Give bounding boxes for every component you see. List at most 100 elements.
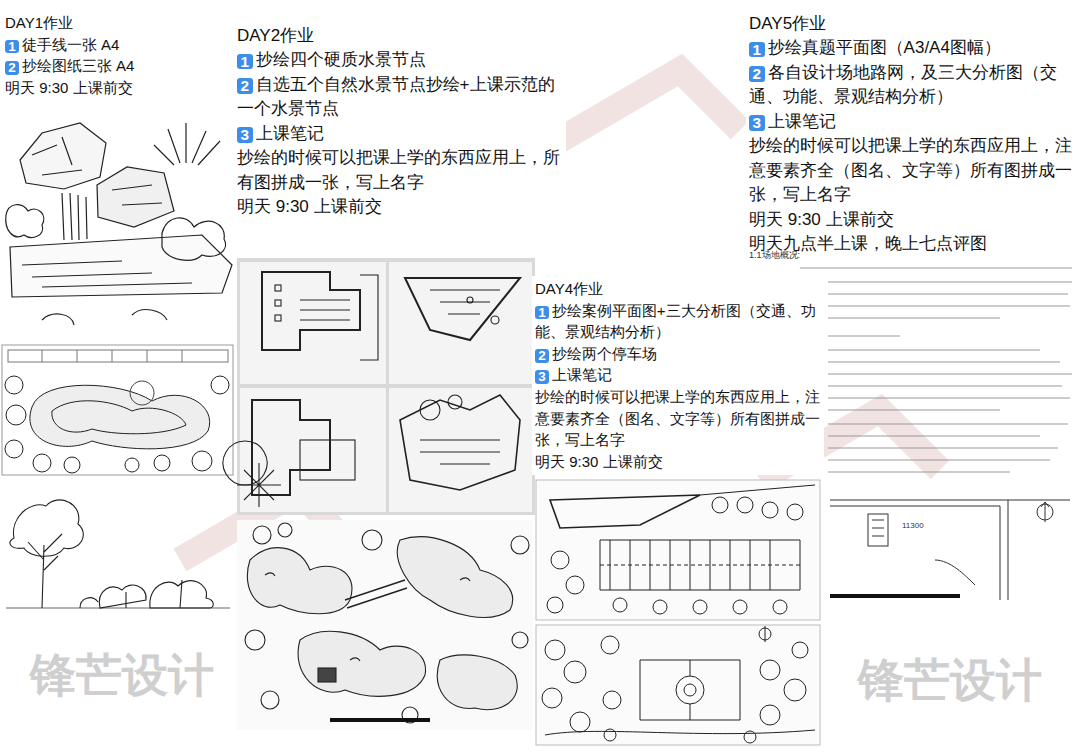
watermark-logo-stroke <box>560 70 740 140</box>
rock-garden-sketch <box>6 123 232 325</box>
site-plan-outline-stroke <box>1041 502 1049 522</box>
parking-plan-sketch-stroke <box>545 640 565 660</box>
site-brief-image-stroke <box>828 386 1070 424</box>
text-row: 2自选五个自然水景节点抄绘+上课示范的一个水景节点 <box>237 73 563 122</box>
case-plan-sketch-stroke <box>547 597 563 613</box>
text-row: 明天 9:30 上课前交 <box>535 451 821 473</box>
task-text: 上课笔记 <box>256 124 324 143</box>
task-text: 抄绘的时候可以把课上学的东西应用上，注意要素齐全（图名、文字等）所有图拼成一张，… <box>749 136 1072 204</box>
hard-water-feature-plans-stroke <box>275 300 281 306</box>
parking-plan-sketch-stroke <box>684 684 696 696</box>
parking-plan-sketch <box>536 625 820 745</box>
text-row: 1抄绘案例平面图+三大分析图（交通、功能、景观结构分析） <box>535 300 821 343</box>
hard-water-feature-plans-stroke <box>275 315 281 321</box>
rock-garden-sketch-stroke <box>162 218 225 260</box>
site-brief-image <box>800 268 1072 472</box>
text-row: 明天 9:30 上课前交 <box>237 195 563 219</box>
garden-plan-sketch-stroke <box>5 376 23 394</box>
text-row: 1抄绘真题平面图（A3/A4图幅） <box>749 36 1074 60</box>
site-plan-outline-stroke <box>1000 500 1008 600</box>
text-row: 2抄绘两个停车场 <box>535 343 821 365</box>
natural-water-feature-plans-stroke <box>437 655 517 710</box>
garden-plan-sketch-stroke <box>30 385 210 449</box>
dimension-label: 11300 <box>902 522 924 531</box>
step-number: 2 <box>749 66 765 82</box>
natural-water-feature-plans-stroke <box>362 530 382 550</box>
brief-heading: 1.1场地概况: <box>749 251 800 261</box>
case-plan-sketch-stroke <box>762 502 778 518</box>
case-plan-sketch-stroke <box>693 600 707 614</box>
garden-plan-sketch-stroke <box>154 455 170 471</box>
case-plan-sketch-stroke <box>773 600 787 614</box>
garden-plan-sketch-stroke <box>192 451 212 471</box>
hard-water-feature-plans-stroke <box>300 300 350 320</box>
garden-plan-sketch-stroke <box>5 440 23 458</box>
parking-plan-sketch-stroke <box>690 660 691 720</box>
task-text: 抄绘真题平面图（A3/A4图幅） <box>768 38 1001 57</box>
site-brief-image-stroke <box>828 282 1072 318</box>
natural-water-feature-plans <box>237 520 533 730</box>
site-plan-outline-stroke <box>830 594 960 598</box>
task-text: 抄绘的时候可以把课上学的东西应用上，所有图拼成一张，写上名字 <box>237 148 560 191</box>
task-text: 各自设计场地路网，及三大分析图（交通、功能、景观结构分析） <box>749 63 1057 106</box>
hard-water-feature-plans-stroke <box>360 275 378 360</box>
day-heading: DAY5作业 <box>749 14 826 33</box>
rock-garden-sketch-stroke <box>112 185 162 205</box>
parking-plan-sketch-stroke <box>603 691 621 709</box>
watermark: 锋芒设计 <box>30 650 214 701</box>
parking-plan-sketch-stroke <box>564 661 586 683</box>
parking-plan-sketch-stroke <box>536 625 820 745</box>
hard-water-feature-plans-stroke <box>223 441 267 485</box>
garden-plan-sketch-stroke <box>52 401 186 434</box>
assignment-panel: DAY4作业1抄绘案例平面图+三大分析图（交通、功能、景观结构分析）2抄绘两个停… <box>532 276 824 475</box>
case-plan-sketch-stroke <box>600 565 800 566</box>
step-number: 3 <box>237 127 253 143</box>
rock-garden-sketch-stroke <box>20 123 106 189</box>
site-brief-image-stroke <box>828 436 1058 472</box>
garden-plan-sketch-stroke <box>125 458 139 472</box>
text-row: 3上课笔记 <box>237 122 563 146</box>
parking-plan-sketch-stroke <box>784 679 806 701</box>
garden-plan-sketch-stroke <box>33 454 51 472</box>
natural-water-feature-plans-stroke <box>245 630 265 650</box>
task-text: 明天 9:30 上课前交 <box>237 197 382 216</box>
natural-water-feature-plans-stroke <box>318 668 336 682</box>
natural-water-feature-plans-stroke <box>247 548 352 614</box>
task-text: 上课笔记 <box>552 366 612 383</box>
assignment-panel: DAY1作业1徒手线一张 A42抄绘图纸三张 A4明天 9:30 上课前交 <box>2 10 234 101</box>
text-row: 抄绘的时候可以把课上学的东西应用上，所有图拼成一张，写上名字 <box>237 146 563 195</box>
text-row: DAY4作业 <box>535 278 821 300</box>
case-plan-sketch-stroke <box>550 495 700 528</box>
step-number: 1 <box>749 42 765 58</box>
task-text: 上课笔记 <box>768 112 836 131</box>
garden-plan-sketch <box>2 345 233 475</box>
text-row: 3上课笔记 <box>535 364 821 386</box>
garden-plan-sketch-stroke <box>211 376 229 394</box>
tree-elevation-sketch <box>6 500 230 608</box>
text-row: 1抄绘四个硬质水景节点 <box>237 48 563 72</box>
day-heading: DAY2作业 <box>237 26 314 45</box>
hard-water-feature-plans-stroke <box>237 258 535 515</box>
task-text: 明天 9:30 上课前交 <box>749 210 894 229</box>
rock-garden-sketch-stroke <box>62 193 87 240</box>
rock-garden-sketch-stroke <box>97 167 174 227</box>
case-plan-sketch-stroke <box>566 576 584 594</box>
parking-plan-sketch-stroke <box>760 660 780 680</box>
hard-water-feature-plans-stroke <box>491 316 499 324</box>
task-text: 明天 9:30 上课前交 <box>5 79 133 96</box>
hard-water-feature-plans-stroke <box>430 290 500 314</box>
hard-water-feature-plans-stroke <box>240 262 386 384</box>
hard-water-feature-plans-stroke <box>389 262 532 384</box>
site-brief-image-stroke <box>800 267 1072 268</box>
tree-elevation-sketch-stroke <box>10 500 83 556</box>
natural-water-feature-plans-stroke <box>511 536 529 554</box>
text-row: 明天 9:30 上课前交 <box>749 208 1074 232</box>
parking-plan-sketch-stroke <box>792 642 808 658</box>
case-plan-sketch-stroke <box>536 480 820 620</box>
case-plan-sketch-stroke <box>787 504 803 520</box>
hard-water-feature-plans-stroke <box>405 278 520 340</box>
garden-plan-sketch-stroke <box>6 405 26 425</box>
natural-water-feature-plans-stroke <box>237 520 533 730</box>
natural-water-feature-plans-stroke <box>512 632 528 648</box>
